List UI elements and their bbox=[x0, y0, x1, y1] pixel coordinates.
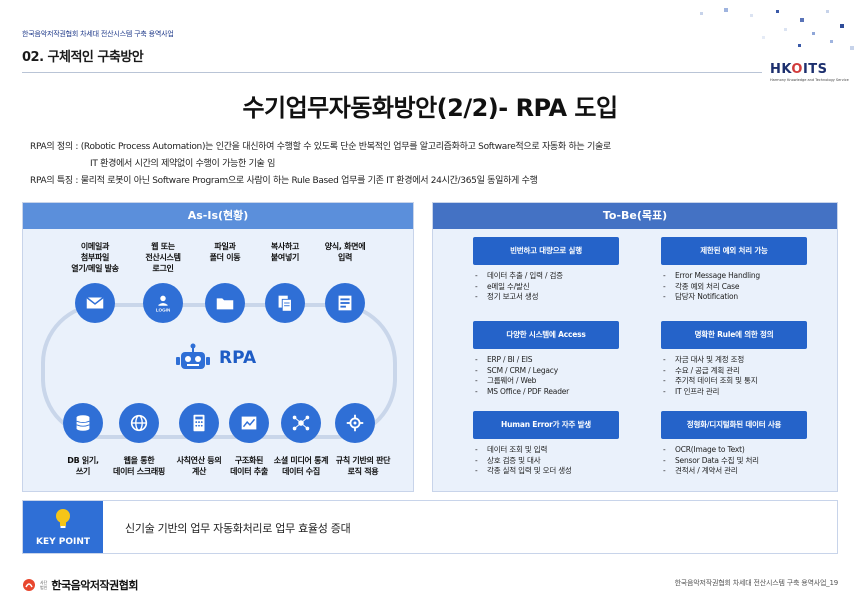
list-item: 주기적 데이터 조회 및 통지 bbox=[661, 376, 807, 387]
svg-text:LOGIN: LOGIN bbox=[156, 307, 171, 312]
database-icon bbox=[63, 403, 103, 443]
list-item: 상호 검증 및 대사 bbox=[473, 456, 619, 467]
list-item: 정기 보고서 생성 bbox=[473, 292, 619, 303]
project-name: 한국음악저작권협회 차세대 전산시스템 구축 용역사업 bbox=[22, 30, 174, 38]
folder-icon bbox=[205, 283, 245, 323]
mail-icon bbox=[75, 283, 115, 323]
org-name: 한국음악저작권협회 bbox=[51, 579, 138, 592]
asis-heading: As-Is(현황) bbox=[23, 203, 413, 229]
rpa-center: RPA bbox=[175, 343, 256, 373]
tobe-panel: To-Be(목표) 빈번하고 대량으로 실행 데이터 추출 / 입력 / 검증 … bbox=[432, 202, 838, 492]
tobe-block: 빈번하고 대량으로 실행 데이터 추출 / 입력 / 검증 e메일 수/발신 정… bbox=[473, 237, 619, 303]
tobe-block: 제한된 예외 처리 가능 Error Message Handling 각종 예… bbox=[661, 237, 807, 303]
list-item: 데이터 조회 및 입력 bbox=[473, 445, 619, 456]
rpa-feature: RPA의 특징 : 물리적 로봇이 아닌 Software Program으로 … bbox=[30, 176, 538, 186]
tobe-block-title: 빈번하고 대량으로 실행 bbox=[473, 237, 619, 265]
tobe-block: Human Error가 자주 발생 데이터 조회 및 입력 상호 검증 및 대… bbox=[473, 411, 619, 477]
list-item: 각종 실적 입력 및 오더 생성 bbox=[473, 466, 619, 477]
list-item: 자금 대사 및 계정 조정 bbox=[661, 355, 807, 366]
decorative-dots bbox=[700, 8, 854, 50]
logo-wordmark: HKOITS bbox=[770, 62, 828, 77]
key-point-box: KEY POINT 신기술 기반의 업무 자동화처리로 업무 효율성 증대 bbox=[22, 500, 838, 554]
list-item: ERP / BI / EIS bbox=[473, 355, 619, 366]
org-emblem-icon bbox=[23, 579, 35, 591]
key-point-tag: KEY POINT bbox=[23, 501, 103, 553]
rpa-label: RPA bbox=[219, 348, 257, 368]
robot-icon bbox=[176, 343, 210, 369]
list-item: 담당자 Notification bbox=[661, 292, 807, 303]
list-item: 데이터 추출 / 입력 / 검증 bbox=[473, 271, 619, 282]
list-item: 수요 / 공급 계획 관리 bbox=[661, 366, 807, 377]
rpa-definition-cont: IT 환경에서 시간의 제약없이 수행이 가능한 기술 임 bbox=[90, 159, 276, 169]
list-item: 각종 예외 처리 Case bbox=[661, 282, 807, 293]
chart-icon bbox=[229, 403, 269, 443]
list-item: 그룹웨어 / Web bbox=[473, 376, 619, 387]
form-icon bbox=[325, 283, 365, 323]
copy-icon bbox=[265, 283, 305, 323]
tobe-heading: To-Be(목표) bbox=[433, 203, 837, 229]
list-item: MS Office / PDF Reader bbox=[473, 387, 619, 398]
network-icon bbox=[281, 403, 321, 443]
login-icon: LOGIN bbox=[143, 283, 183, 323]
list-item: Sensor Data 수집 및 처리 bbox=[661, 456, 807, 467]
key-point-label: KEY POINT bbox=[35, 537, 91, 547]
tobe-block: 다양한 시스템에 Access ERP / BI / EIS SCM / CRM… bbox=[473, 321, 619, 397]
tobe-block-title: 제한된 예외 처리 가능 bbox=[661, 237, 807, 265]
tobe-block-title: 명확한 Rule에 의한 정의 bbox=[661, 321, 807, 349]
hkits-logo: HKOITS Harmony Knowledge and Technology … bbox=[770, 62, 849, 88]
page-number: 한국음악저작권협회 차세대 전산시스템 구축 용역사업_19 bbox=[674, 579, 839, 587]
tobe-block-title: 정형화/디지털화된 데이터 사용 bbox=[661, 411, 807, 439]
logo-subtitle: Harmony Knowledge and Technology Service bbox=[770, 78, 849, 82]
list-item: OCR(Image to Text) bbox=[661, 445, 807, 456]
web-icon bbox=[119, 403, 159, 443]
logic-icon bbox=[335, 403, 375, 443]
section-title: 02. 구체적인 구축방안 bbox=[22, 50, 144, 65]
page-title: 수기업무자동화방안(2/2)- RPA 도입 bbox=[242, 94, 618, 122]
tobe-block-title: 다양한 시스템에 Access bbox=[473, 321, 619, 349]
tobe-block: 정형화/디지털화된 데이터 사용 OCR(Image to Text) Sens… bbox=[661, 411, 807, 477]
tobe-block-title: Human Error가 자주 발생 bbox=[473, 411, 619, 439]
list-item: 견적서 / 계약서 관리 bbox=[661, 466, 807, 477]
lightbulb-icon bbox=[56, 509, 70, 528]
task-label: DB 읽기,쓰기 bbox=[67, 456, 99, 476]
rpa-definition: RPA의 정의 : (Robotic Process Automation)는 … bbox=[30, 142, 611, 152]
key-point-text: 신기술 기반의 업무 자동화처리로 업무 효율성 증대 bbox=[125, 522, 351, 535]
list-item: IT 인프라 관리 bbox=[661, 387, 807, 398]
list-item: e메일 수/발신 bbox=[473, 282, 619, 293]
list-item: SCM / CRM / Legacy bbox=[473, 366, 619, 377]
calculator-icon bbox=[179, 403, 219, 443]
header-divider bbox=[22, 72, 762, 73]
tobe-block: 명확한 Rule에 의한 정의 자금 대사 및 계정 조정 수요 / 공급 계획… bbox=[661, 321, 807, 397]
list-item: Error Message Handling bbox=[661, 271, 807, 282]
